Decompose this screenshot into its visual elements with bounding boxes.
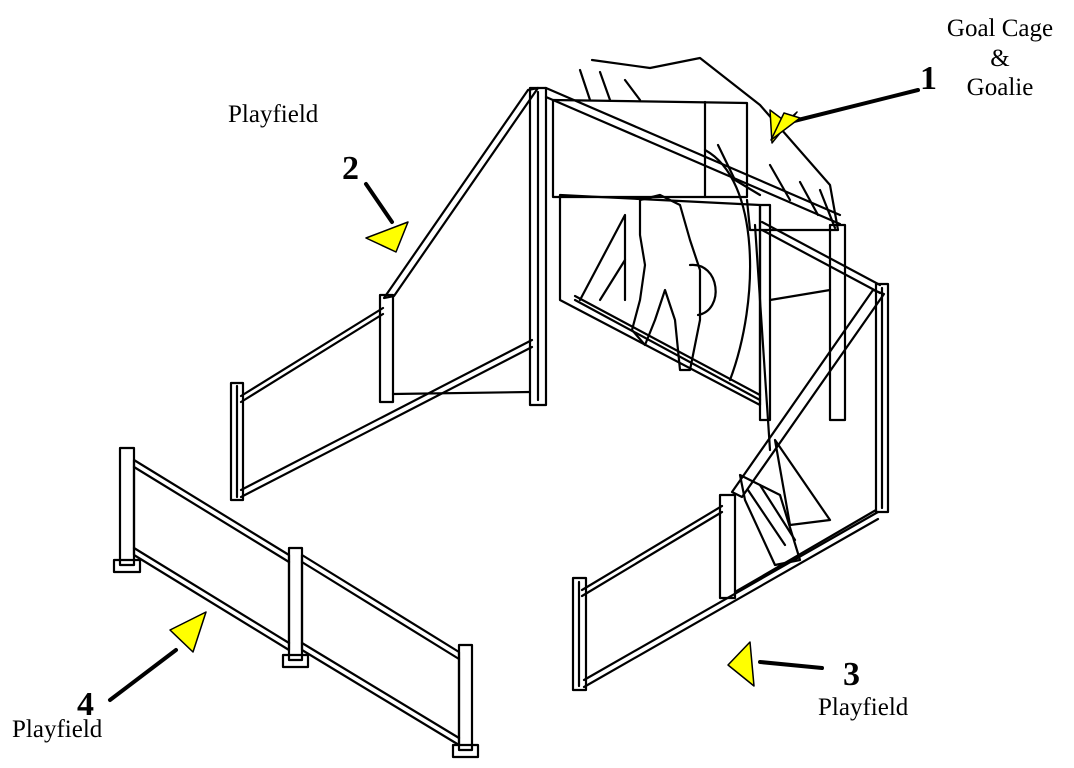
callout-leaders: [108, 88, 920, 702]
callout-number-4: 4: [77, 686, 94, 723]
leader-3: [758, 660, 824, 670]
leader-1: [788, 88, 920, 124]
leader-2: [364, 182, 394, 224]
callout-number-1: 1: [920, 60, 937, 97]
goal-cage: [544, 56, 847, 422]
goal-cage-label: Goal Cage & Goalie: [926, 14, 1074, 103]
leader-4: [108, 648, 178, 702]
goal-label-line2: &: [990, 44, 1010, 72]
marker-2: [365, 221, 409, 253]
playfield-label-right: Playfield: [818, 694, 909, 721]
playfield-label-bottom-left: Playfield: [12, 716, 103, 743]
marker-1b: [770, 112, 801, 141]
marker-3: [727, 641, 755, 687]
goal-label-line3: Goalie: [966, 74, 1034, 101]
callout-markers: [169, 109, 801, 687]
goal-label-line1: Goal Cage: [946, 15, 1054, 42]
right-wall: [571, 220, 890, 692]
callout-number-3: 3: [843, 656, 860, 693]
callout-number-2: 2: [342, 150, 359, 187]
marker-4: [169, 611, 207, 653]
front-panels: [112, 446, 480, 759]
playfield-label-top: Playfield: [228, 101, 319, 128]
left-wall: [229, 86, 548, 502]
